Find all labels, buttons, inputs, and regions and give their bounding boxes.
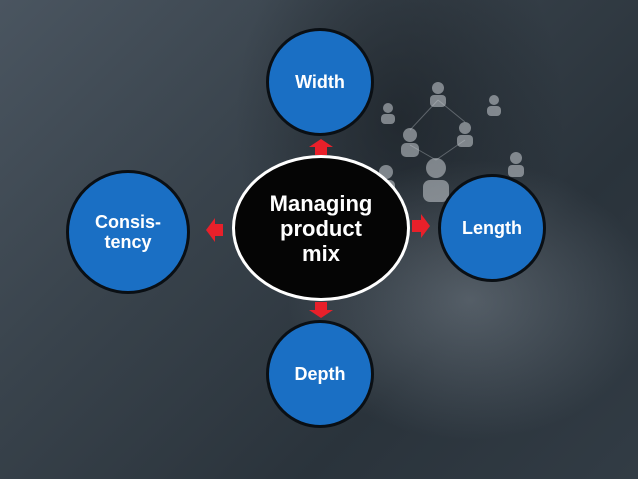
node-width-label: Width bbox=[295, 72, 345, 92]
arrow-down bbox=[309, 302, 333, 318]
center-node: Managing product mix bbox=[232, 155, 410, 301]
arrow-right bbox=[412, 214, 430, 238]
node-depth-label: Depth bbox=[294, 364, 346, 384]
node-width: Width bbox=[266, 28, 374, 136]
arrow-left bbox=[206, 218, 223, 242]
node-consistency: Consis- tency bbox=[66, 170, 190, 294]
arrow-up bbox=[309, 139, 333, 155]
node-depth: Depth bbox=[266, 320, 374, 428]
node-length: Length bbox=[438, 174, 546, 282]
node-consistency-label: Consis- tency bbox=[94, 212, 161, 252]
node-length-label: Length bbox=[462, 218, 522, 238]
center-node-label: Managing product mix bbox=[269, 190, 373, 266]
